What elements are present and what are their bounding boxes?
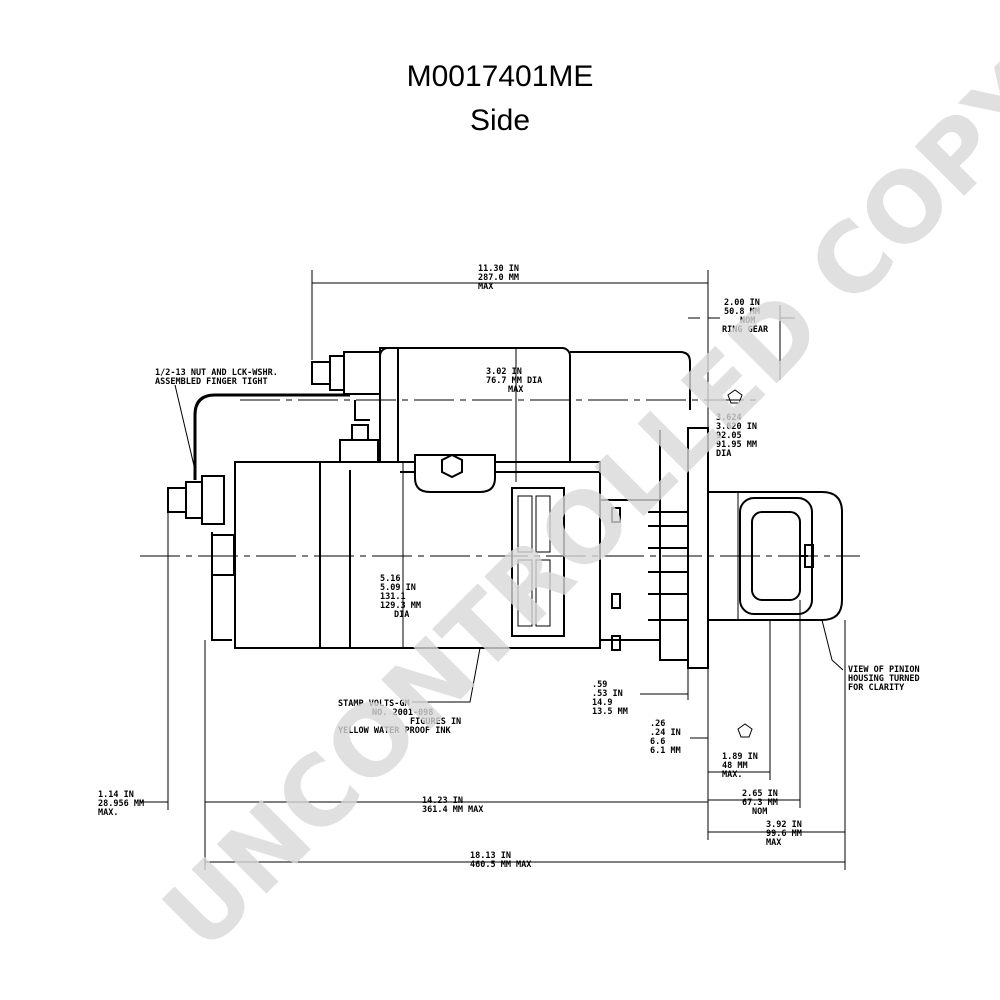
- dim-ring-l2: 50.8 MM: [724, 307, 760, 317]
- dim-pilot-l5: DIA: [716, 449, 731, 459]
- housing-bolt-2: [611, 593, 621, 609]
- nameplate-label-a: [517, 495, 533, 553]
- dim-top-l2: 287.0 MM: [478, 273, 519, 283]
- dim-pl-l1: 1.89 IN: [722, 752, 758, 762]
- leader-nut: [174, 384, 196, 471]
- dim-fo-l4: 13.5 MM: [592, 707, 628, 717]
- leader-pinion-view: [821, 619, 844, 671]
- dim-body-l4: 129.3 MM: [380, 601, 421, 611]
- housing-bolt-3: [611, 635, 621, 651]
- solenoid-terminal-base: [343, 351, 381, 395]
- wire-bracket: [354, 400, 370, 421]
- dim-pn-l1: 2.65 IN: [742, 789, 778, 799]
- note-pinion-l1: VIEW OF PINION: [848, 665, 920, 675]
- dim-sol-l2: 76.7 MM DIA: [486, 376, 542, 386]
- pinion-housing: [707, 491, 843, 621]
- dim-ft-l2: .24 IN: [650, 728, 681, 738]
- housing-bolt-1: [611, 507, 621, 523]
- solenoid-terminal-stud: [311, 361, 331, 385]
- dim-sol-l3: MAX: [508, 385, 523, 395]
- solenoid-mount-stud: [351, 424, 369, 441]
- dim-pl-l2: 48 MM: [722, 761, 748, 771]
- datum-pentagon-icon: [727, 389, 743, 404]
- dim-ring-l3: NOM: [740, 316, 755, 326]
- dim-ft-l4: 6.1 MM: [650, 746, 681, 756]
- battery-terminal-stud: [167, 487, 187, 513]
- dim-pilot-l4: 91.95 MM: [716, 440, 757, 450]
- end-boss: [211, 534, 235, 576]
- note-stamp-l3: FIGURES IN: [410, 717, 461, 727]
- note-stamp-l2: NO. 2001-098: [372, 708, 433, 718]
- nameplate-label-b: [535, 495, 551, 553]
- dim-top-l3: MAX: [478, 282, 493, 292]
- solenoid-terminal-nut: [329, 355, 345, 391]
- dim-body-l3: 131.1: [380, 592, 406, 602]
- leader-stamp: [412, 647, 481, 703]
- note-stamp-l4: YELLOW WATER PROOF INK: [338, 726, 451, 736]
- nameplate-label-c: [517, 559, 533, 627]
- dim-pm-l2: 99.6 MM: [766, 829, 802, 839]
- dim-body-l2: 5.09 IN: [380, 583, 416, 593]
- dim-ol-l1: 18.13 IN: [470, 851, 511, 861]
- dim-pilot-l2: 3.620 IN: [716, 422, 757, 432]
- dim-sol-l1: 3.02 IN: [486, 367, 522, 377]
- nameplate: [511, 487, 565, 637]
- solenoid-housing-top: [570, 351, 691, 410]
- note-nut-l2: ASSEMBLED FINGER TIGHT: [155, 377, 268, 387]
- dim-pl-l3: MAX.: [722, 770, 742, 780]
- dim-fo-l3: 14.9: [592, 698, 612, 708]
- note-pinion-l3: FOR CLARITY: [848, 683, 905, 693]
- note-nut-l1: 1/2-13 NUT AND LCK-WSHR.: [155, 368, 278, 378]
- dim-term-l1: 1.14 IN: [98, 790, 134, 800]
- dim-pn-l3: NOM: [752, 807, 767, 817]
- dim-pm-l1: 3.92 IN: [766, 820, 802, 830]
- dim-bl-l1: 14.23 IN: [422, 796, 463, 806]
- dim-ft-l1: .26: [650, 719, 665, 729]
- dim-pn-l2: 67.3 MM: [742, 798, 778, 808]
- dim-bl-l2: 361.4 MM MAX: [422, 805, 483, 815]
- dim-ol-l2: 460.5 MM MAX: [470, 860, 531, 870]
- dim-ring-l1: 2.00 IN: [724, 298, 760, 308]
- clamp-bolt-icon: [441, 453, 463, 479]
- dim-fo-l2: .53 IN: [592, 689, 623, 699]
- note-pinion-l2: HOUSING TURNED: [848, 674, 920, 684]
- dim-ft-l3: 6.6: [650, 737, 665, 747]
- dimension-lines: [140, 270, 846, 870]
- connection-wire: [193, 393, 350, 480]
- battery-terminal-base: [201, 475, 225, 525]
- dim-pilot-l1: 3.624: [716, 413, 742, 423]
- drawing-subtitle: Side: [470, 104, 530, 137]
- dim-fo-l1: .59: [592, 680, 607, 690]
- nameplate-label-d: [535, 559, 551, 627]
- dim-top-l1: 11.30 IN: [478, 264, 519, 274]
- dimension-labels: 11.30 IN 287.0 MM MAX 2.00 IN 50.8 MM NO…: [98, 264, 920, 870]
- battery-terminal-nut: [185, 481, 203, 519]
- drive-housing-step: [659, 430, 688, 661]
- dim-pm-l3: MAX: [766, 838, 781, 848]
- dim-term-l3: MAX.: [98, 808, 118, 818]
- datum-pentagon-icon: [737, 723, 753, 738]
- dim-body-l1: 5.16: [380, 574, 400, 584]
- drawing-title: M0017401ME: [407, 60, 594, 93]
- dim-term-l2: 28.956 MM: [98, 799, 144, 809]
- dim-pilot-l3: 92.05: [716, 431, 742, 441]
- clamp-bracket: [414, 454, 496, 493]
- end-bracket: [211, 532, 232, 641]
- dim-ring-l4: RING GEAR: [722, 325, 769, 335]
- starter-outline: [167, 347, 843, 669]
- dim-body-l5: DIA: [394, 610, 409, 620]
- note-stamp-l1: STAMP VOLTS-GM: [338, 699, 410, 709]
